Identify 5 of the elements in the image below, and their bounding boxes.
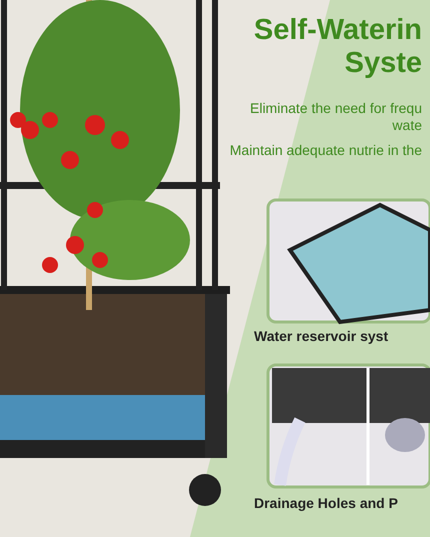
photo-caption: Water reservoir syst <box>254 328 390 344</box>
feature-text: Eliminate the need for frequ wate <box>249 100 422 134</box>
photo-caption: Drainage Holes and P <box>254 495 399 511</box>
heading: Self-Waterin Syste <box>252 14 422 80</box>
feature-text: Maintain adequate nutrie in the <box>228 142 422 159</box>
